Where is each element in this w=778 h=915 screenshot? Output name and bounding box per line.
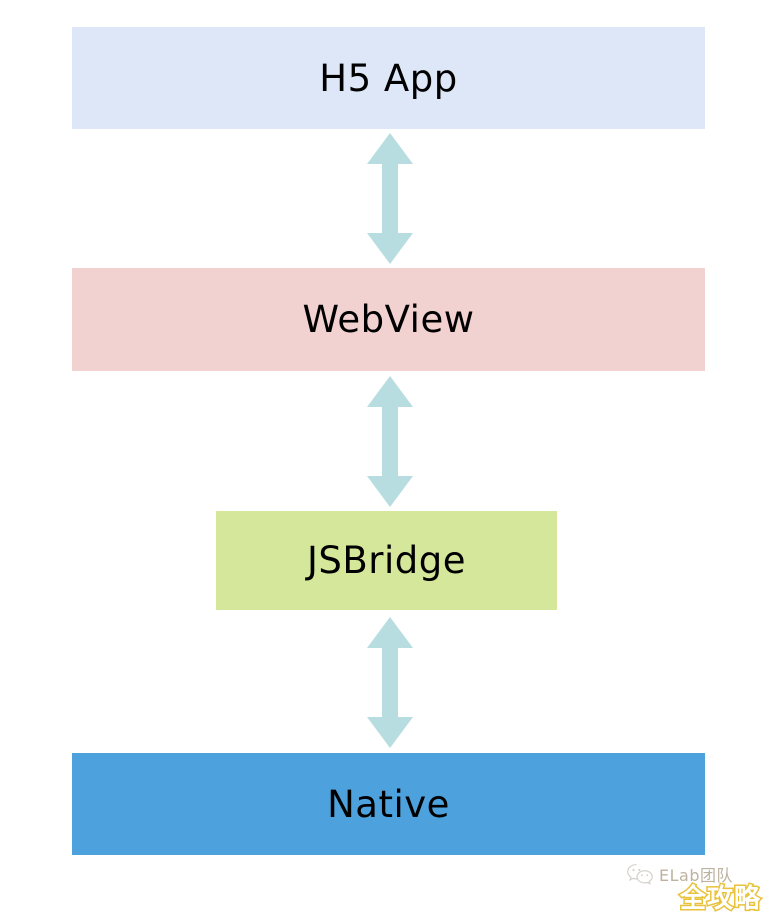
double-arrow-icon (367, 376, 413, 507)
node-native: Native (72, 753, 705, 855)
double-arrow-icon (367, 617, 413, 748)
connector-jsbridge-native (366, 617, 414, 748)
connector-h5-app-webview (366, 133, 414, 264)
watermark: ELab团队 全攻略 (622, 860, 774, 915)
node-jsbridge-label: JSBridge (306, 539, 466, 582)
double-arrow-icon (367, 133, 413, 264)
node-jsbridge: JSBridge (216, 511, 557, 610)
node-webview: WebView (72, 268, 705, 371)
node-native-label: Native (327, 782, 450, 826)
node-h5-app: H5 App (72, 27, 705, 129)
watermark-brand-label: ELab团队 (659, 866, 733, 885)
node-webview-label: WebView (302, 298, 475, 341)
wechat-logo-icon (626, 862, 654, 886)
node-h5-app-label: H5 App (319, 56, 458, 100)
watermark-slogan-row: 全攻略 (678, 878, 762, 915)
watermark-slogan-label: 全攻略 (678, 883, 762, 915)
watermark-brand-row: ELab团队 (626, 862, 733, 886)
connector-webview-jsbridge (366, 376, 414, 507)
